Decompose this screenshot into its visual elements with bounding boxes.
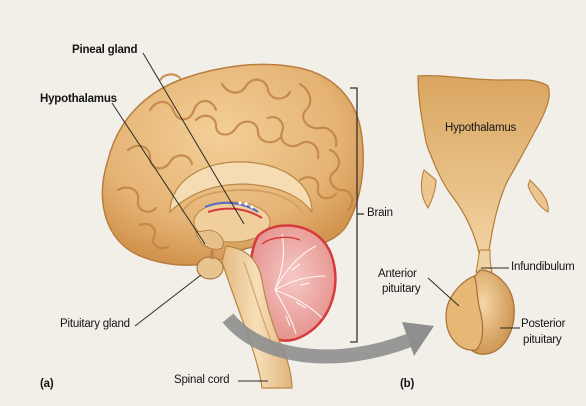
label-hypothalamus-a: Hypothalamus bbox=[40, 93, 117, 106]
brain-illustration bbox=[102, 64, 363, 388]
label-anterior-pituitary-1: Anterior bbox=[378, 268, 417, 281]
label-pituitary-gland: Pituitary gland bbox=[60, 318, 130, 331]
label-infundibulum: Infundibulum bbox=[511, 261, 574, 274]
infundibulum-stalk bbox=[476, 250, 492, 272]
label-posterior-pituitary-1: Posterior bbox=[521, 318, 565, 331]
label-anterior-pituitary-2: pituitary bbox=[382, 283, 420, 296]
hypothalamus-b-shape bbox=[418, 76, 549, 258]
label-pineal-gland: Pineal gland bbox=[72, 44, 137, 57]
label-panel-a: (a) bbox=[40, 378, 53, 391]
pituitary-detail bbox=[418, 76, 549, 355]
label-brain: Brain bbox=[367, 207, 393, 220]
anterior-pituitary bbox=[446, 276, 483, 350]
label-posterior-pituitary-2: pituitary bbox=[523, 334, 561, 347]
label-spinal-cord: Spinal cord bbox=[174, 374, 229, 387]
label-hypothalamus-b: Hypothalamus bbox=[445, 122, 516, 135]
label-panel-b: (b) bbox=[400, 378, 414, 391]
